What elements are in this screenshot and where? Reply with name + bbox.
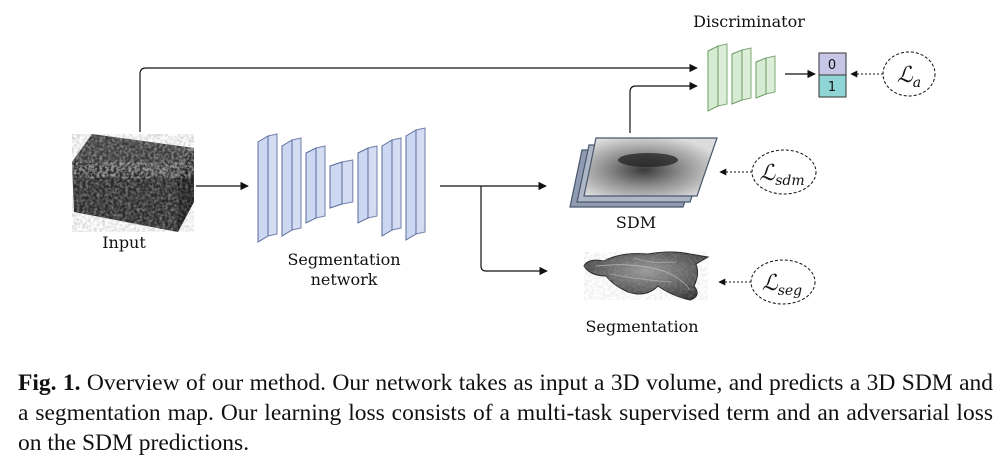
unet-block-3: [305, 145, 326, 224]
segmentation-loss: ℒseg: [718, 259, 816, 305]
discriminator-block-3: [755, 55, 776, 99]
segmentation-network: [257, 127, 426, 243]
unet-block-2: [281, 137, 302, 237]
unet-block-5: [357, 145, 378, 224]
segmentation-loss-symbol: ℒ: [762, 271, 779, 296]
output-class-1-label: 1: [828, 80, 836, 95]
svg-text:ℒsdm: ℒsdm: [759, 161, 804, 189]
sdm-loss-subscript: sdm: [775, 173, 804, 189]
sdm-loss: ℒsdm: [719, 149, 817, 195]
sdm-loss-symbol: ℒ: [759, 161, 776, 186]
segmentation-loss-subscript: seg: [778, 283, 802, 299]
segmentation-output: [583, 251, 710, 301]
unet-block-6: [381, 137, 402, 237]
caption-text: Overview of our method. Our network take…: [18, 370, 994, 456]
unet-block-7: [405, 127, 426, 241]
sdm-label: SDM: [616, 213, 656, 232]
input-volume: [72, 134, 194, 232]
adversarial-loss: ℒa: [850, 51, 936, 97]
svg-text:ℒseg: ℒseg: [762, 271, 802, 299]
output-class-1-cell: [818, 74, 847, 98]
input-label: Input: [102, 233, 146, 252]
adversarial-loss-subscript: a: [913, 75, 921, 91]
output-class-0-label: 0: [828, 58, 836, 73]
unet-block-4: [329, 159, 354, 209]
arrow-network-to-segmentation: [480, 186, 548, 276]
arrow-sdm-to-discriminator: [629, 81, 698, 133]
segmentation-network-label-line1: Segmentation: [287, 250, 400, 269]
arrow-input-to-discriminator: [139, 63, 698, 132]
discriminator-network: [707, 43, 776, 112]
caption-prefix: Fig. 1.: [18, 370, 81, 396]
discriminator-label: Discriminator: [693, 12, 805, 31]
unet-block-1: [257, 133, 278, 243]
adversarial-loss-symbol: ℒ: [897, 63, 914, 88]
segmentation-network-label-line2: network: [311, 270, 378, 289]
discriminator-output: 0 1: [818, 52, 847, 98]
discriminator-block-2: [731, 47, 752, 105]
segmentation-label: Segmentation: [585, 317, 698, 336]
discriminator-block-1: [707, 43, 728, 112]
svg-text:ℒa: ℒa: [897, 63, 921, 91]
figure-caption: Fig. 1. Overview of our method. Our netw…: [18, 368, 993, 458]
sdm-maps: [569, 137, 718, 208]
